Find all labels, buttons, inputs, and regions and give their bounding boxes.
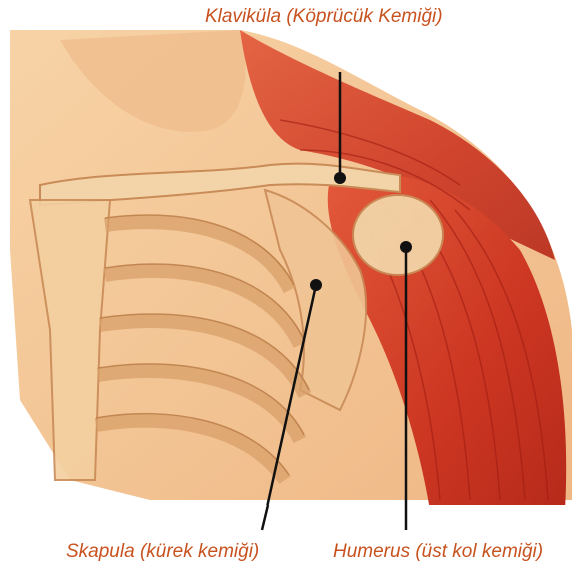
clavicle-pointer-dot xyxy=(334,172,346,184)
scapula-label: Skapula (kürek kemiği) xyxy=(66,542,259,561)
clavicle-label: Klaviküla (Köprücük Kemiği) xyxy=(205,7,443,26)
scapula-pointer-dot xyxy=(310,279,322,291)
humerus-label: Humerus (üst kol kemiği) xyxy=(333,542,543,561)
humerus-pointer-dot xyxy=(400,241,412,253)
humeral-head xyxy=(353,195,443,275)
